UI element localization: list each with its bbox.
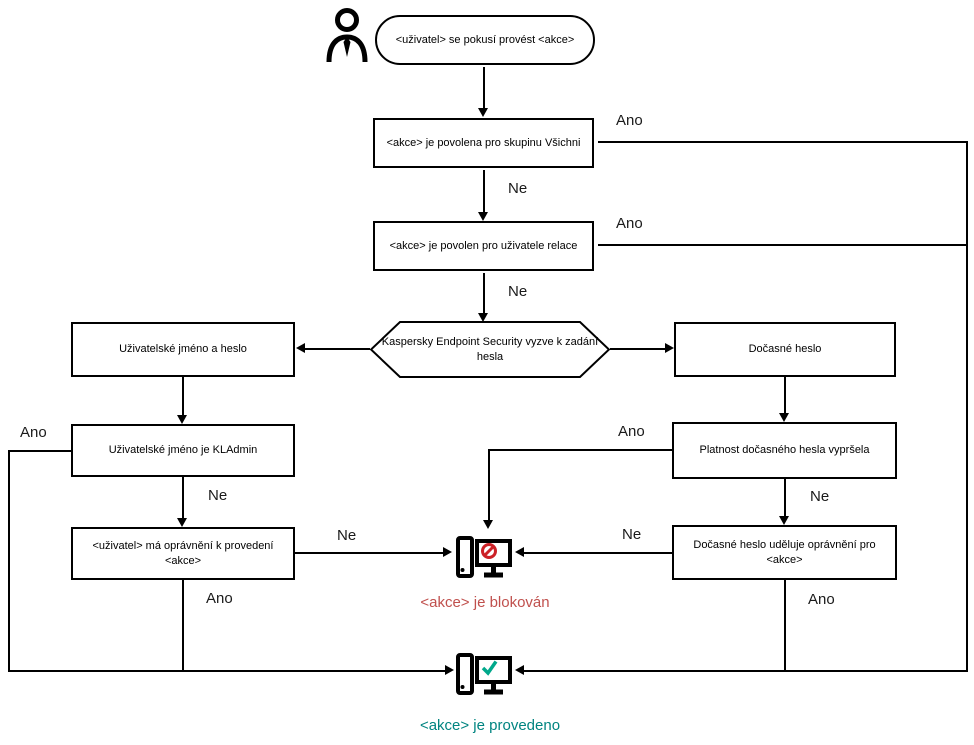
connector-yes-session-user bbox=[598, 244, 966, 246]
node-label: Platnost dočasného hesla vypršela bbox=[699, 444, 870, 457]
no-label: Ne bbox=[508, 180, 528, 197]
yes-label: Ano bbox=[618, 423, 645, 440]
connector-kladmin-to-permission bbox=[182, 477, 184, 519]
connector-bottom-right-rail bbox=[524, 670, 968, 672]
connector-prompt-to-userpass bbox=[305, 348, 370, 350]
arrowhead-down-icon bbox=[478, 212, 488, 221]
arrowhead-right-icon bbox=[445, 665, 454, 675]
arrowhead-down-icon bbox=[478, 313, 488, 322]
connector-left-rail bbox=[8, 450, 10, 671]
no-label: Ne bbox=[622, 526, 642, 543]
no-label: Ne bbox=[508, 283, 528, 300]
arrowhead-right-icon bbox=[443, 547, 452, 557]
arrowhead-down-icon bbox=[177, 518, 187, 527]
connector-yes-kladmin bbox=[8, 450, 71, 452]
connector-yes-allowed-everyone bbox=[598, 141, 968, 143]
user-icon bbox=[326, 8, 368, 63]
connector-allowed-everyone-to-session bbox=[483, 170, 485, 214]
node-label: Uživatelské jméno je KLAdmin bbox=[108, 444, 258, 457]
connector-expired-yes-down bbox=[488, 449, 490, 521]
no-label: Ne bbox=[208, 487, 228, 504]
connector-grants-yes-down bbox=[784, 580, 786, 671]
node-label: <uživatel> má oprávnění k provedení <akc… bbox=[92, 539, 274, 567]
connector-prompt-to-temppass bbox=[610, 348, 666, 350]
connector-grants-no-to-blocked bbox=[524, 552, 672, 554]
blocked-result-text: <akce> je blokován bbox=[420, 594, 550, 611]
connector-temppass-to-expired bbox=[784, 377, 786, 413]
action-performed-icon bbox=[456, 653, 512, 695]
node-temp-password-grants: Dočasné heslo uděluje oprávnění pro <akc… bbox=[672, 525, 897, 580]
yes-label: Ano bbox=[206, 590, 233, 607]
node-username-password: Uživatelské jméno a heslo bbox=[71, 322, 295, 377]
no-symbol-icon bbox=[481, 543, 497, 559]
yes-label: Ano bbox=[616, 112, 643, 129]
connector-right-rail bbox=[966, 141, 968, 672]
connector-start-to-allowed-everyone bbox=[483, 67, 485, 111]
node-user-has-permission: <uživatel> má oprávnění k provedení <akc… bbox=[71, 527, 295, 580]
connector-userpass-to-kladmin bbox=[182, 377, 184, 416]
arrowhead-left-icon bbox=[515, 665, 524, 675]
connector-expired-to-grants bbox=[784, 479, 786, 517]
no-label: Ne bbox=[337, 527, 357, 544]
arrowhead-down-icon bbox=[177, 415, 187, 424]
arrowhead-down-icon bbox=[779, 413, 789, 422]
hexagon-shape bbox=[369, 321, 611, 378]
connector-expired-yes-to-blocked bbox=[489, 449, 672, 451]
arrowhead-left-icon bbox=[296, 343, 305, 353]
node-action-allowed-everyone: <akce> je povolena pro skupinu Všichni bbox=[373, 118, 594, 168]
node-temporary-password: Dočasné heslo bbox=[674, 322, 896, 377]
node-username-is-kladmin: Uživatelské jméno je KLAdmin bbox=[71, 424, 295, 477]
connector-bottom-left-rail bbox=[8, 670, 445, 672]
performed-result-text: <akce> je provedeno bbox=[419, 717, 561, 734]
check-icon bbox=[481, 660, 498, 676]
start-node: <uživatel> se pokusí provést <akce> bbox=[375, 15, 595, 65]
arrowhead-left-icon bbox=[515, 547, 524, 557]
arrowhead-down-icon bbox=[779, 516, 789, 525]
connector-session-to-prompt bbox=[483, 273, 485, 314]
action-blocked-icon bbox=[456, 536, 512, 578]
arrowhead-right-icon bbox=[665, 343, 674, 353]
node-label: <akce> je povolen pro uživatele relace bbox=[389, 239, 578, 252]
arrowhead-down-icon bbox=[478, 108, 488, 117]
connector-permission-yes-down bbox=[182, 580, 184, 671]
yes-label: Ano bbox=[20, 424, 47, 441]
node-label: Uživatelské jméno a heslo bbox=[119, 343, 247, 356]
node-label: Dočasné heslo uděluje oprávnění pro <akc… bbox=[693, 538, 876, 566]
node-password-prompt: Kaspersky Endpoint Security vyzve k zadá… bbox=[369, 321, 611, 378]
connector-permission-no-to-blocked bbox=[295, 552, 443, 554]
node-label: Kaspersky Endpoint Security vyzve k zadá… bbox=[381, 335, 599, 363]
yes-label: Ano bbox=[808, 591, 835, 608]
node-label: <akce> je povolena pro skupinu Všichni bbox=[386, 136, 581, 149]
yes-label: Ano bbox=[616, 215, 643, 232]
start-node-label: <uživatel> se pokusí provést <akce> bbox=[395, 33, 575, 46]
node-action-allowed-session-user: <akce> je povolen pro uživatele relace bbox=[373, 221, 594, 271]
no-label: Ne bbox=[810, 488, 830, 505]
arrowhead-down-icon bbox=[483, 520, 493, 529]
node-temp-password-expired: Platnost dočasného hesla vypršela bbox=[672, 422, 897, 479]
node-label: Dočasné heslo bbox=[748, 343, 822, 356]
